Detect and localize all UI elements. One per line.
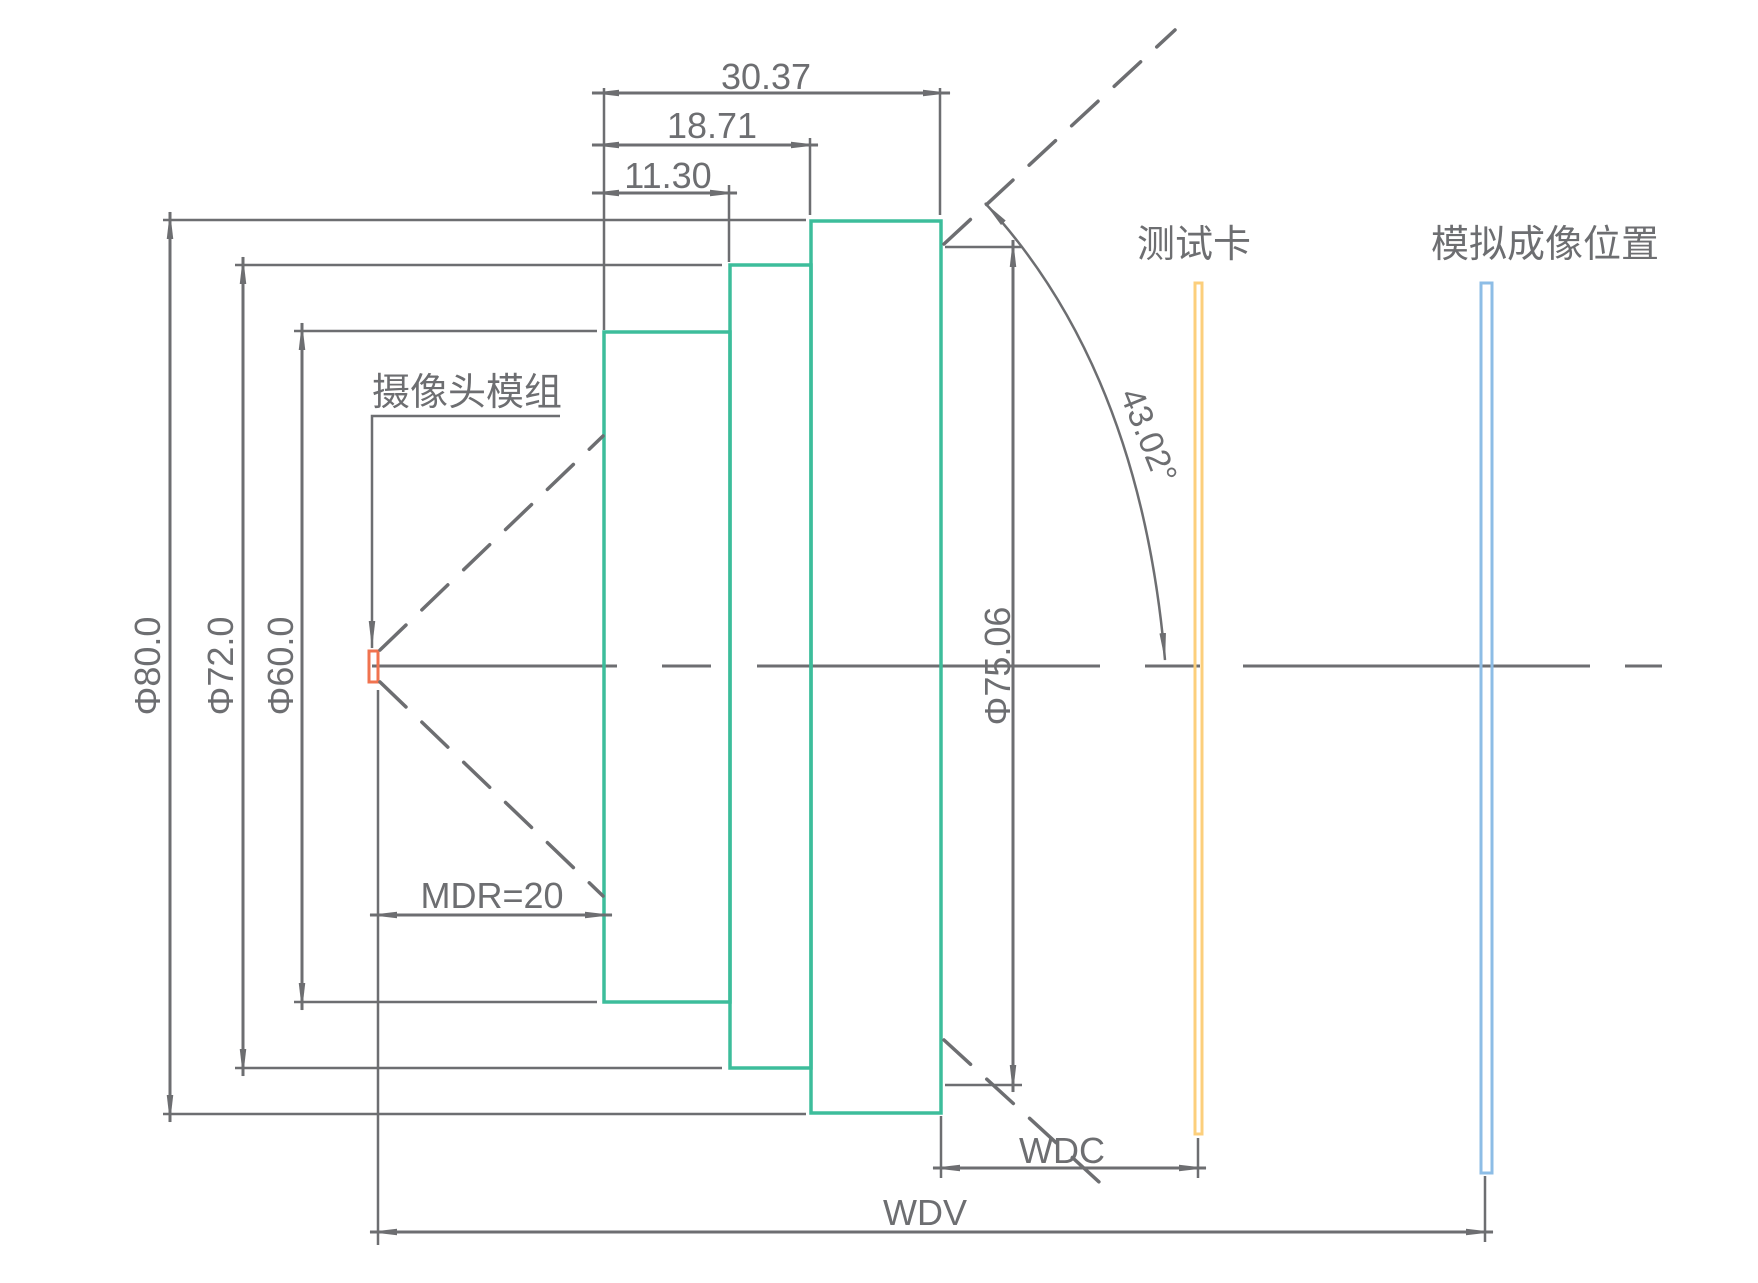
dim-dia-front: Φ75.06 xyxy=(977,607,1018,726)
test-card-label: 测试卡 xyxy=(1137,224,1251,266)
fov-angle: 43.02° xyxy=(984,202,1184,661)
mdr-label: MDR=20 xyxy=(420,875,563,916)
dim-dia-outer: Φ80.0 xyxy=(127,617,168,716)
dim-dia-mid: Φ72.0 xyxy=(200,617,241,716)
wdv-dimension: WDV xyxy=(369,1176,1494,1242)
test-card: 测试卡 xyxy=(1137,224,1251,1136)
wdv-label: WDV xyxy=(883,1192,967,1233)
wdc-label: WDC xyxy=(1019,1130,1105,1171)
camera-module-callout: 摄像头模组 xyxy=(368,372,562,649)
lens-segment-front xyxy=(809,219,943,1115)
dim-dia-inner: Φ60.0 xyxy=(260,617,301,716)
dim-length-mid: 18.71 xyxy=(667,105,757,146)
wdc-dimension: WDC xyxy=(932,1116,1207,1178)
length-dimensions: 30.37 18.71 11.30 xyxy=(591,56,951,330)
mdr-dimension: MDR=20 xyxy=(369,690,613,1245)
image-plane-rect xyxy=(1479,281,1494,1175)
lens-body xyxy=(602,219,943,1115)
diameter-extension-lines xyxy=(163,218,1022,1116)
fov-lines xyxy=(378,28,1177,1194)
angle-label: 43.02° xyxy=(1112,383,1184,489)
camera-module-label: 摄像头模组 xyxy=(372,372,562,414)
dim-length-total: 30.37 xyxy=(721,56,811,97)
camera-sensor xyxy=(367,649,380,684)
test-card-plane xyxy=(1193,281,1204,1136)
image-plane-label: 模拟成像位置 xyxy=(1431,224,1659,266)
simulated-image-plane: 模拟成像位置 xyxy=(1431,224,1659,1175)
dim-length-short: 11.30 xyxy=(624,155,711,196)
